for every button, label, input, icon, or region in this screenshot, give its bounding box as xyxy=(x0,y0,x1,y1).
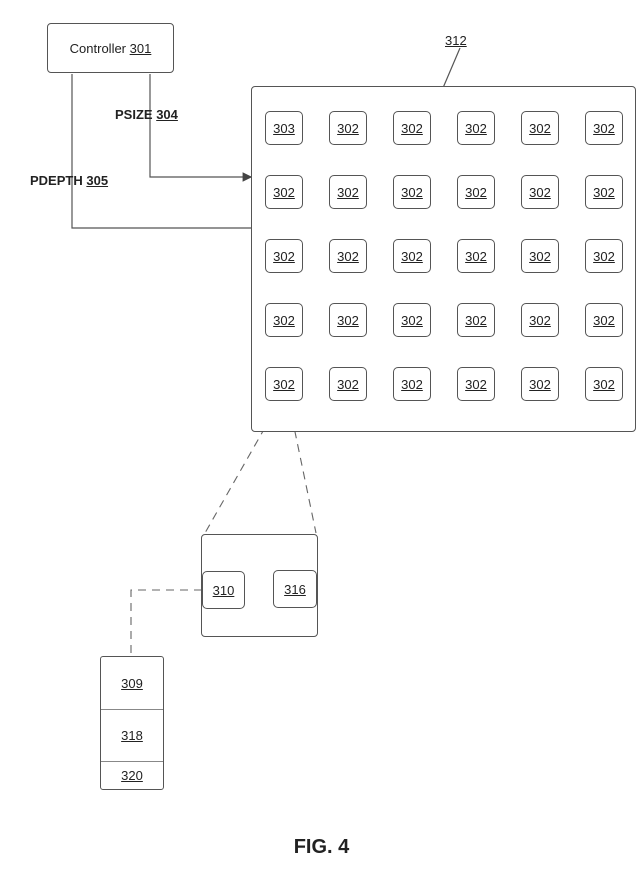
grid-cell-r2-c3: 302 xyxy=(457,239,495,273)
grid-cell-r2-c2: 302 xyxy=(393,239,431,273)
grid-cell-r0-c0: 303 xyxy=(265,111,303,145)
grid-cell-r2-c5: 302 xyxy=(585,239,623,273)
controller-label: Controller xyxy=(69,40,127,56)
cell-grid-container xyxy=(251,86,636,432)
grid-cell-r1-c0: 302 xyxy=(265,175,303,209)
grid-cell-r4-c5: 302 xyxy=(585,367,623,401)
grid-cell-r1-c4: 302 xyxy=(521,175,559,209)
grid-cell-r0-c1: 302 xyxy=(329,111,367,145)
grid-cell-r4-c1: 302 xyxy=(329,367,367,401)
detail-cell-316: 316 xyxy=(273,570,317,608)
grid-cell-r1-c2: 302 xyxy=(393,175,431,209)
controller-box: Controller 301 xyxy=(47,23,174,73)
grid-cell-r3-c5: 302 xyxy=(585,303,623,337)
grid-cell-r2-c4: 302 xyxy=(521,239,559,273)
memory-cell-320: 320 xyxy=(121,767,143,783)
grid-cell-r4-c0: 302 xyxy=(265,367,303,401)
grid-cell-r4-c4: 302 xyxy=(521,367,559,401)
window-312-label: 312 xyxy=(445,33,467,48)
grid-cell-r2-c0: 302 xyxy=(265,239,303,273)
pdepth-label: PDEPTH 305 xyxy=(30,173,109,188)
grid-cell-r3-c2: 302 xyxy=(393,303,431,337)
controller-ref: 301 xyxy=(129,40,152,56)
pdepth-arrow xyxy=(71,74,266,233)
psize-arrow xyxy=(149,74,253,182)
memory-stack: 309 318 320 xyxy=(100,656,164,790)
memory-cell-318: 318 xyxy=(101,709,163,762)
zoom-line-left xyxy=(204,402,280,534)
grid-cell-r0-c4: 302 xyxy=(521,111,559,145)
grid-cell-r1-c3: 302 xyxy=(457,175,495,209)
grid-cell-r1-c5: 302 xyxy=(585,175,623,209)
grid-cell-r4-c2: 302 xyxy=(393,367,431,401)
grid-cell-r1-c1: 302 xyxy=(329,175,367,209)
grid-cell-r3-c1: 302 xyxy=(329,303,367,337)
detail-to-memory-connector xyxy=(130,589,202,656)
figure-caption: FIG. 4 xyxy=(293,836,350,858)
detail-cell-310: 310 xyxy=(202,571,245,609)
grid-cell-r2-c1: 302 xyxy=(329,239,367,273)
memory-cell-309: 309 xyxy=(101,657,163,710)
grid-cell-r3-c4: 302 xyxy=(521,303,559,337)
psize-label: PSIZE 304 xyxy=(115,107,178,122)
grid-cell-r0-c2: 302 xyxy=(393,111,431,145)
grid-cell-r0-c5: 302 xyxy=(585,111,623,145)
grid-cell-r3-c3: 302 xyxy=(457,303,495,337)
grid-cell-r0-c3: 302 xyxy=(457,111,495,145)
grid-cell-r3-c0: 302 xyxy=(265,303,303,337)
grid-cell-r4-c3: 302 xyxy=(457,367,495,401)
